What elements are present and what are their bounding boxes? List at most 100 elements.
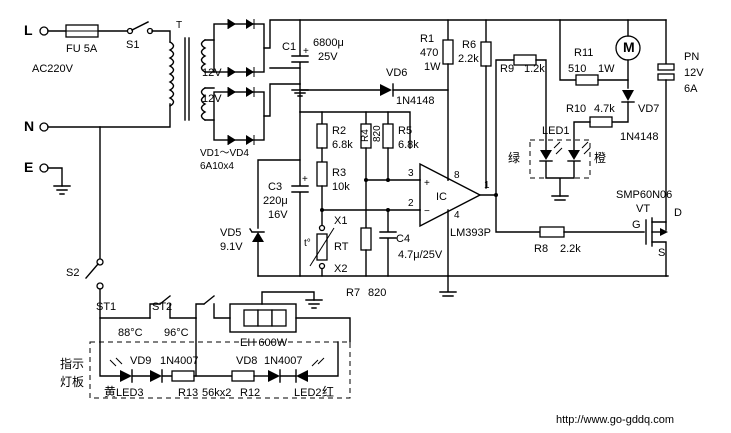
s2-label: S2 — [66, 267, 79, 279]
r3-value: 10k — [332, 181, 350, 193]
r5-value: 6.8k — [398, 139, 419, 151]
heater-circuit: S2 ST1 88°C ST2 96°C EH 600W — [66, 126, 351, 349]
secondary2-label: 12V — [202, 93, 222, 105]
r3-name: R3 — [332, 167, 346, 179]
ic-pin8: 8 — [454, 170, 460, 181]
r12-name: R12 — [240, 387, 260, 399]
c3-value: 220μ — [263, 195, 288, 207]
panel-red: 红 — [322, 384, 334, 399]
r10-value: 4.7k — [594, 103, 615, 115]
st2-temp: 96°C — [164, 327, 189, 339]
vt-g: G — [632, 219, 641, 231]
ic-pin3: 3 — [408, 168, 414, 179]
r6-value: 2.2k — [458, 53, 479, 65]
r11-value: 510 — [568, 63, 586, 75]
rt-t: t° — [304, 238, 311, 249]
terminal-l — [39, 26, 49, 36]
resistor-r1: R1 470 1W — [420, 19, 454, 181]
capacitor-c3: + C3 220μ 16V — [257, 111, 309, 277]
led1-orange: 橙 — [594, 150, 606, 165]
c1-value: 6800μ — [313, 37, 344, 49]
resistor-r9: R9 1.2k — [500, 54, 547, 151]
c4-name: C4 — [396, 233, 410, 245]
r6-name: R6 — [462, 39, 476, 51]
vt-d: D — [674, 207, 682, 219]
r7-name: R7 — [346, 287, 360, 299]
mains-input: L N E AC220V FU 5A S1 — [24, 21, 171, 195]
diode-vd6: VD6 1N4148 — [299, 67, 449, 113]
st1-label: ST1 — [96, 301, 116, 313]
r9-value: 1.2k — [524, 63, 545, 75]
st2-label: ST2 — [152, 301, 172, 313]
vd8-part: 1N4007 — [264, 355, 303, 367]
label-l: L — [24, 22, 33, 38]
fuse-label: FU 5A — [66, 43, 98, 55]
heater-eh: EH 600W — [240, 337, 288, 349]
vd9-name: VD9 — [130, 355, 151, 367]
pn-name: PN — [684, 51, 699, 63]
label-ac220v: AC220V — [32, 63, 74, 75]
r4-name: R4 — [360, 129, 371, 142]
r1-value: 470 — [420, 47, 438, 59]
comparator-ic: + − IC 3 2 1 8 4 LM393P — [408, 59, 541, 277]
ic-pin1: 1 — [484, 180, 490, 191]
r7-value: 820 — [368, 287, 386, 299]
r11-name: R11 — [574, 47, 593, 59]
r5-name: R5 — [398, 125, 412, 137]
panel-yellow: 黄 — [104, 385, 116, 399]
motor-label: M — [623, 39, 635, 55]
rectifier-label2: 6A10x4 — [200, 161, 234, 172]
thermistor-rt: X1 RT X2 t° — [304, 209, 349, 277]
zener-vd5: VD5 9.1V — [220, 227, 265, 277]
svg-text:+: + — [302, 174, 308, 185]
vt-part: SMP60N06 — [616, 189, 672, 201]
ic-pin2: 2 — [408, 198, 414, 209]
vd7-name: VD7 — [638, 103, 659, 115]
r13-value: 56kx2 — [202, 387, 231, 399]
vd5-value: 9.1V — [220, 241, 243, 253]
resistor-r6: R6 2.2k — [458, 19, 492, 189]
vd8-name: VD8 — [236, 355, 257, 367]
r4-value: 820 — [372, 125, 383, 142]
vd6-part: 1N4148 — [396, 95, 435, 107]
c1-volt: 25V — [318, 51, 338, 63]
r13-name: R13 — [178, 387, 198, 399]
led3-name: LED3 — [116, 387, 144, 399]
r1-power: 1W — [424, 61, 441, 73]
panel-title2: 灯板 — [60, 375, 84, 389]
st1-temp: 88°C — [118, 327, 143, 339]
svg-text:+: + — [303, 46, 309, 57]
terminal-e — [39, 163, 49, 173]
vt-name: VT — [636, 203, 650, 215]
led1-name: LED1 — [542, 125, 570, 137]
r8-value: 2.2k — [560, 243, 581, 255]
website-url: http://www.go-gddq.com — [556, 414, 674, 426]
vd9-part: 1N4007 — [160, 355, 199, 367]
switch-s1-label: S1 — [126, 39, 139, 51]
led1-green: 绿 — [508, 150, 520, 165]
svg-text:−: − — [424, 206, 430, 217]
vd7-part: 1N4148 — [620, 131, 659, 143]
rt-x1: X1 — [334, 215, 347, 227]
r10-name: R10 — [566, 103, 586, 115]
reference-network: R2 6.8k R3 10k R5 6.8k R4 820 R7 820 — [299, 111, 443, 299]
pn-volt: 12V — [684, 67, 704, 79]
panel-title1: 指示 — [60, 356, 84, 371]
vt-s: S — [658, 247, 665, 259]
svg-text:+: + — [424, 178, 430, 189]
c4-value: 4.7μ/25V — [398, 249, 443, 261]
mosfet-vt: R8 2.2k SMP60N06 VT G D S — [534, 189, 682, 277]
ic-part: LM393P — [450, 227, 491, 239]
rt-x2: X2 — [334, 263, 347, 275]
vd5-name: VD5 — [220, 227, 241, 239]
led2-name: LED2 — [294, 387, 322, 399]
vd6-name: VD6 — [386, 67, 407, 79]
pn-amp: 6A — [684, 83, 698, 95]
r2-value: 6.8k — [332, 139, 353, 151]
ic-pin4: 4 — [454, 210, 460, 221]
c3-name: C3 — [268, 181, 282, 193]
r1-name: R1 — [420, 33, 434, 45]
label-n: N — [24, 118, 34, 134]
led1-bicolor: LED1 绿 橙 — [508, 125, 606, 201]
